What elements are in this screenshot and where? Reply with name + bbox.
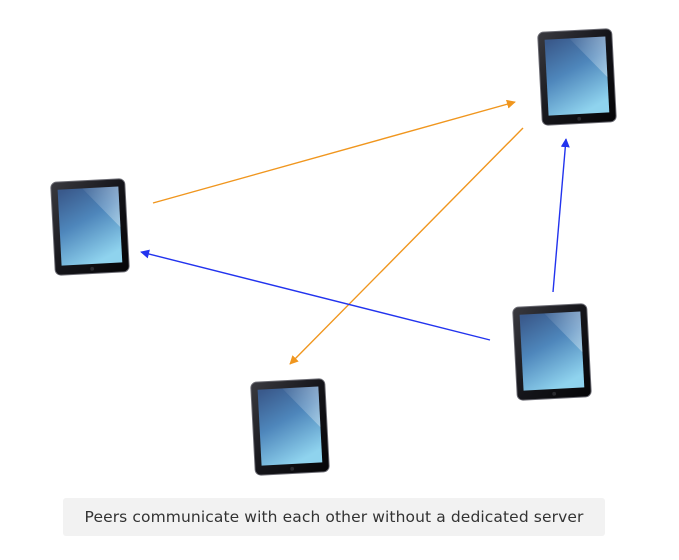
- peer-link-top-right-to-bottom-middle: [289, 127, 524, 365]
- peer-link-bottom-right-to-left: [140, 249, 491, 341]
- peer-link-bottom-right-to-top-right: [552, 138, 570, 293]
- caption-text: Peers communicate with each other withou…: [84, 508, 584, 526]
- tablet-top-right-icon: [537, 28, 617, 126]
- tablet-bottom-middle-icon: [250, 378, 330, 476]
- peer-link-left-to-top-right: [152, 99, 516, 204]
- tablet-left-icon: [50, 178, 130, 276]
- caption-box: Peers communicate with each other withou…: [63, 498, 605, 536]
- tablet-bottom-right-icon: [512, 303, 592, 401]
